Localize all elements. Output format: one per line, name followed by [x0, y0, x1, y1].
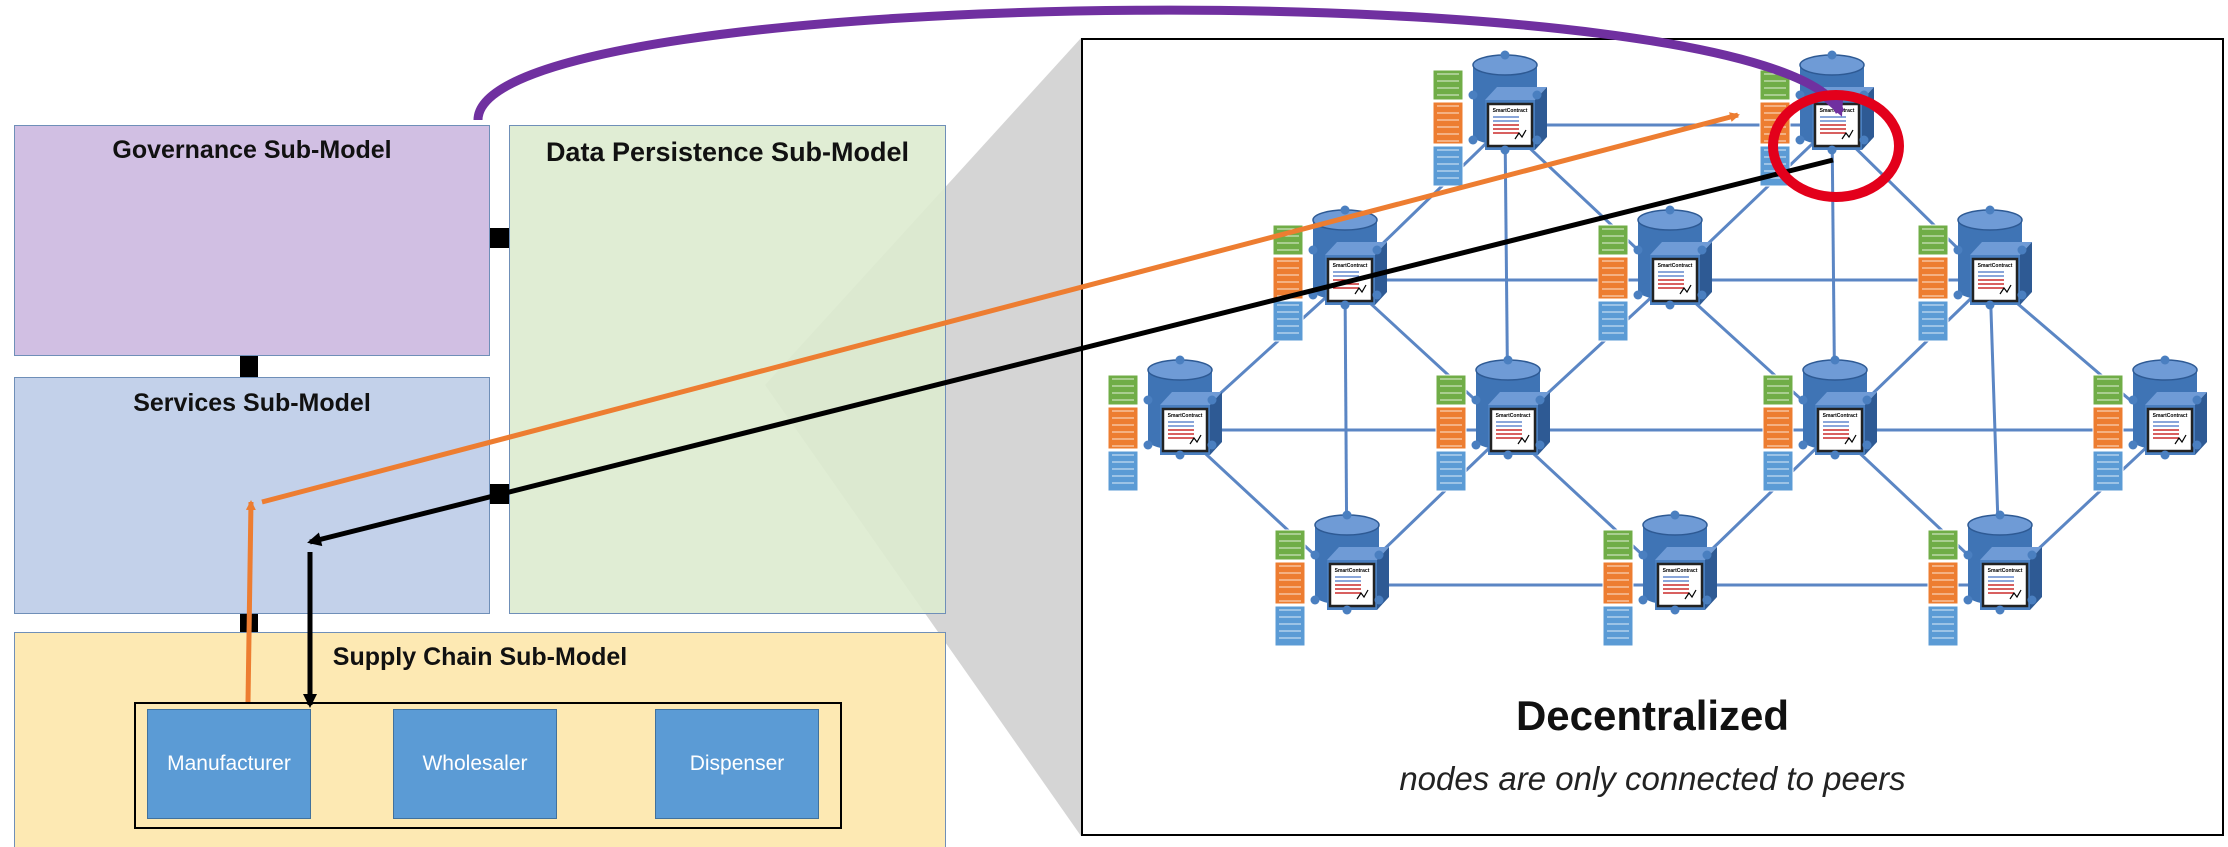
- ledger-stack-icon: [1602, 529, 1634, 647]
- connector-governance-services: [240, 356, 258, 377]
- smart-contract-icon: SmartContract: [1489, 407, 1537, 453]
- peer-node: SmartContract: [1602, 510, 1717, 647]
- ledger-stack-icon: [1759, 69, 1791, 187]
- ledger-stack-icon: [1107, 374, 1139, 492]
- ledger-stack-icon: [2092, 374, 2124, 492]
- smart-contract-icon: SmartContract: [1651, 257, 1699, 303]
- smart-contract-label: SmartContract: [1493, 108, 1528, 114]
- smart-contract-label: SmartContract: [1823, 413, 1858, 419]
- ledger-stack-icon: [1435, 374, 1467, 492]
- ledger-stack-icon: [1274, 529, 1306, 647]
- peer-node: SmartContract: [1107, 355, 1222, 492]
- actor-group: [134, 702, 842, 829]
- smart-contract-label: SmartContract: [1663, 568, 1698, 574]
- ledger-stack-icon: [1272, 224, 1304, 342]
- peer-node: SmartContract: [1435, 355, 1550, 492]
- ledger-stack-icon: [1597, 224, 1629, 342]
- smart-contract-icon: SmartContract: [1656, 562, 1704, 608]
- peer-node: SmartContract: [1274, 510, 1389, 647]
- manufacturer-node[interactable]: Manufacturer: [147, 709, 311, 819]
- smart-contract-label: SmartContract: [1988, 568, 2023, 574]
- peer-node: SmartContract: [1272, 205, 1387, 342]
- smart-contract-icon: SmartContract: [1981, 562, 2029, 608]
- peer-node: SmartContract: [1597, 205, 1712, 342]
- dispenser-node[interactable]: Dispenser: [655, 709, 819, 819]
- smart-contract-icon: SmartContract: [1486, 102, 1534, 148]
- wholesaler-node[interactable]: Wholesaler: [393, 709, 557, 819]
- ledger-stack-icon: [1927, 529, 1959, 647]
- smart-contract-icon: SmartContract: [1813, 102, 1861, 148]
- peer-node: SmartContract: [1432, 50, 1547, 187]
- peer-node: SmartContract: [1917, 205, 2032, 342]
- smart-contract-icon: SmartContract: [2146, 407, 2194, 453]
- peer-node: SmartContract: [1759, 50, 1874, 187]
- ledger-stack-icon: [1917, 224, 1949, 342]
- smart-contract-label: SmartContract: [1333, 263, 1368, 269]
- smart-contract-icon: SmartContract: [1161, 407, 1209, 453]
- smart-contract-label: SmartContract: [1658, 263, 1693, 269]
- smart-contract-label: SmartContract: [1496, 413, 1531, 419]
- ledger-stack-icon: [1432, 69, 1464, 187]
- smart-contract-label: SmartContract: [2153, 413, 2188, 419]
- smart-contract-icon: SmartContract: [1816, 407, 1864, 453]
- ledger-stack-icon: [1762, 374, 1794, 492]
- peer-node: SmartContract: [2092, 355, 2207, 492]
- smart-contract-icon: SmartContract: [1971, 257, 2019, 303]
- smart-contract-label: SmartContract: [1820, 108, 1855, 114]
- smart-contract-label: SmartContract: [1335, 568, 1370, 574]
- smart-contract-icon: SmartContract: [1328, 562, 1376, 608]
- network-subtitle: nodes are only connected to peers: [1399, 760, 1906, 797]
- smart-contract-label: SmartContract: [1978, 263, 2013, 269]
- smart-contract-icon: SmartContract: [1326, 257, 1374, 303]
- smart-contract-label: SmartContract: [1168, 413, 1203, 419]
- supply-chain-title: Supply Chain Sub-Model: [332, 643, 628, 671]
- network-title: Decentralized: [1515, 692, 1790, 739]
- peer-node: SmartContract: [1927, 510, 2042, 647]
- peer-node: SmartContract: [1762, 355, 1877, 492]
